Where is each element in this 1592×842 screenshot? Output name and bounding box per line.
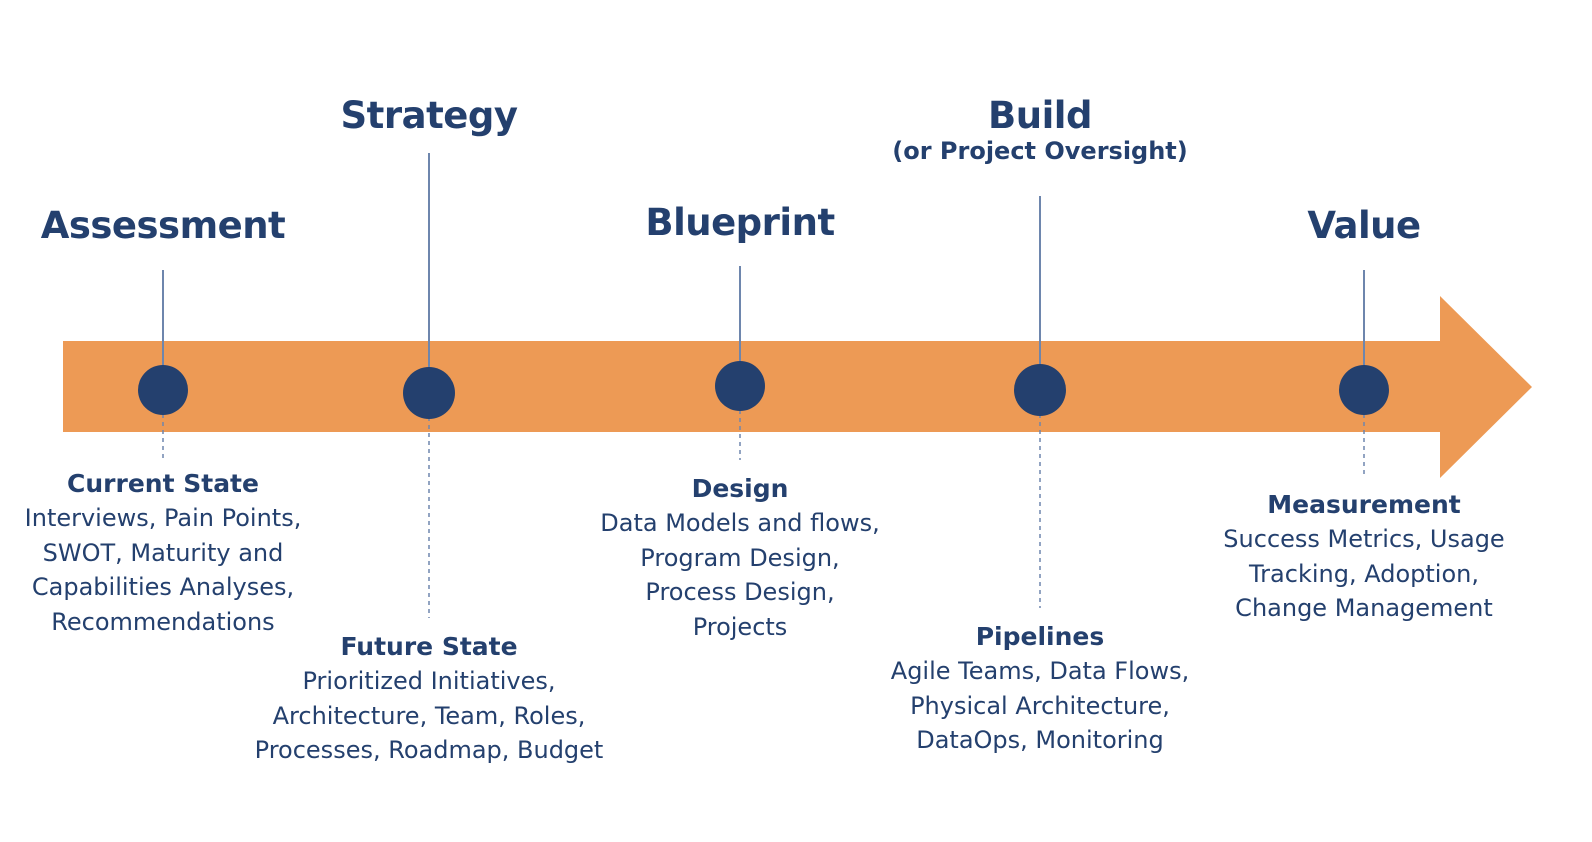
phase-subtitle-build: (or Project Oversight) xyxy=(892,137,1188,165)
milestone-value xyxy=(1339,365,1389,415)
detail-line: Tracking, Adoption, xyxy=(1249,559,1479,588)
detail-line: Architecture, Team, Roles, xyxy=(272,701,586,730)
phase-title-value: Value xyxy=(1307,204,1421,247)
detail-line: DataOps, Monitoring xyxy=(916,726,1164,754)
detail-line: Process Design, xyxy=(645,578,835,606)
detail-line: Capabilities Analyses, xyxy=(31,573,295,601)
detail-heading: Measurement xyxy=(1267,490,1461,519)
detail-line: Physical Architecture, xyxy=(910,691,1170,720)
milestone-markers xyxy=(138,361,1389,419)
detail-heading: Design xyxy=(691,474,789,503)
milestone-blueprint xyxy=(715,361,765,411)
detail-line: Data Models and flows, xyxy=(600,509,880,537)
phase-title-strategy: Strategy xyxy=(340,94,518,137)
detail-line: Interviews, Pain Points, xyxy=(24,504,302,532)
timeline-arrow xyxy=(63,296,1532,478)
phase-title-blueprint: Blueprint xyxy=(645,201,835,244)
milestone-build xyxy=(1014,364,1066,416)
milestone-strategy xyxy=(403,367,455,419)
detail-line: Projects xyxy=(692,612,788,641)
detail-heading: Current State xyxy=(67,469,259,498)
detail-line: SWOT, Maturity and xyxy=(42,538,284,567)
detail-line: Agile Teams, Data Flows, xyxy=(890,657,1190,685)
detail-line: Success Metrics, Usage xyxy=(1223,525,1505,553)
detail-line: Processes, Roadmap, Budget xyxy=(254,736,604,764)
detail-line: Recommendations xyxy=(51,607,275,636)
detail-heading: Future State xyxy=(340,632,518,661)
detail-line: Program Design, xyxy=(640,543,840,572)
phase-title-assessment: Assessment xyxy=(40,204,286,247)
detail-heading: Pipelines xyxy=(975,622,1105,651)
phase-title-build: Build xyxy=(988,94,1092,137)
detail-line: Prioritized Initiatives, xyxy=(302,667,556,695)
milestone-assessment xyxy=(138,365,188,415)
detail-line: Change Management xyxy=(1235,594,1493,622)
